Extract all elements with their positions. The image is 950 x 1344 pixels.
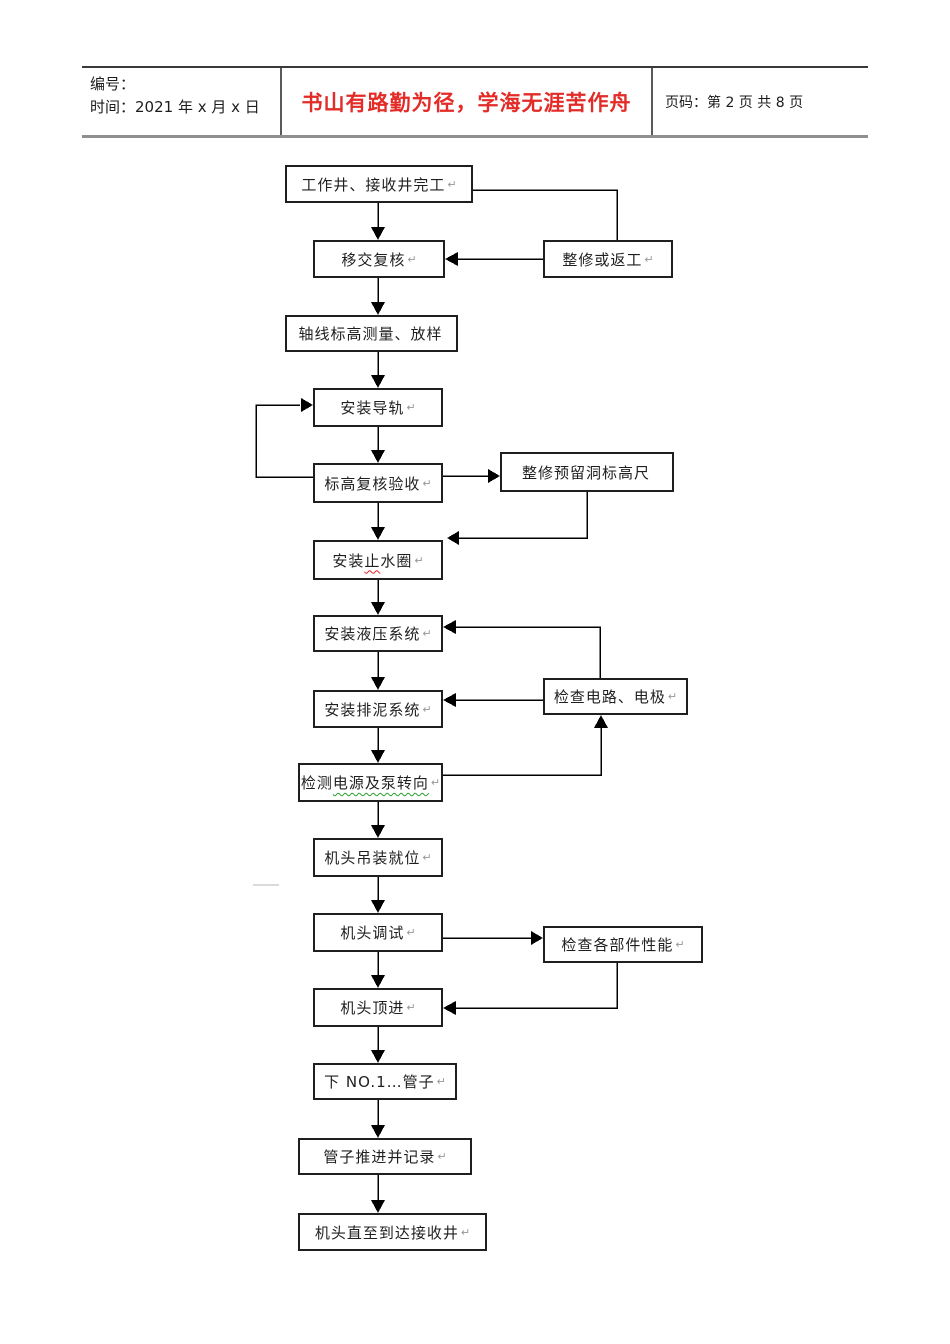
flow-node-install-guide-rail: 安装导轨↵ <box>313 388 443 427</box>
paragraph-mark-icon: ↵ <box>422 702 432 716</box>
paragraph-mark-icon: ↵ <box>430 776 441 789</box>
node-label: 机头吊装就位 <box>324 849 421 867</box>
flow-node-wells-complete: 工作井、接收井完工↵ <box>285 165 473 203</box>
paragraph-mark-icon: ↵ <box>406 401 416 414</box>
paragraph-mark-icon: ↵ <box>422 851 432 864</box>
flow-node-check-power-pump-rotation: 检测电源及泵转向↵ <box>298 763 443 802</box>
header-cell-motto: 书山有路勤为径，学海无涯苦作舟 <box>280 68 653 135</box>
flow-node-check-circuit-electrode: 检查电路、电极↵ <box>543 678 688 715</box>
node-label: 整修预留洞标高尺 <box>521 463 650 482</box>
node-label: 安装导轨 <box>340 399 405 417</box>
node-label: 整修或返工 <box>562 250 643 269</box>
node-label: 标高复核验收 <box>324 474 421 493</box>
node-label: 检查各部件性能 <box>561 936 674 954</box>
arrow-down-group <box>371 203 385 1213</box>
node-label: 轴线标高测量、放样 <box>298 325 443 343</box>
flow-node-install-hydraulic-system: 安装液压系统↵ <box>313 615 443 652</box>
paragraph-mark-icon: ↵ <box>436 1075 446 1088</box>
node-label: 管子推进并记录 <box>323 1148 436 1166</box>
spellcheck-underline-green: 电源及泵转向 <box>332 774 429 792</box>
stray-mark <box>253 884 279 886</box>
flow-node-repair-reserved-hole: 整修预留洞标高尺 <box>500 452 674 492</box>
node-label: 下 NO.1…管子 <box>324 1073 435 1091</box>
flow-node-handover-review: 移交复核↵ <box>313 240 445 278</box>
paragraph-mark-icon: ↵ <box>406 926 416 939</box>
paragraph-mark-icon: ↵ <box>437 1150 447 1163</box>
node-label: 安装液压系统 <box>324 625 421 643</box>
node-label: 移交复核 <box>341 250 406 269</box>
page-indicator: 页码：第 2 页 共 8 页 <box>665 94 804 111</box>
flow-node-install-mud-discharge: 安装排泥系统↵ <box>313 690 443 728</box>
flow-node-machine-head-hoisting: 机头吊装就位↵ <box>313 838 443 877</box>
doc-time-label: 时间：2021 年 x 月 x 日 <box>90 98 260 116</box>
paragraph-mark-icon: ↵ <box>406 1001 416 1014</box>
doc-number-label: 编号： <box>90 75 136 93</box>
node-label: 安装排泥系统 <box>324 700 421 719</box>
paragraph-mark-icon: ↵ <box>422 476 432 490</box>
paragraph-mark-icon: ↵ <box>447 177 457 191</box>
spellcheck-underline-red: 止 <box>364 551 381 570</box>
node-label: 检测电源及泵转向 <box>300 774 429 792</box>
header-motto: 书山有路勤为径，学海无涯苦作舟 <box>301 90 632 115</box>
node-label: 工作井、接收井完工 <box>301 175 446 194</box>
header-cell-page: 页码：第 2 页 共 8 页 <box>653 68 868 135</box>
flow-node-check-component-performance: 检查各部件性能↵ <box>543 926 703 963</box>
flow-node-lower-pipe-no1: 下 NO.1…管子↵ <box>313 1063 457 1100</box>
paragraph-mark-icon: ↵ <box>667 690 678 703</box>
paragraph-mark-icon: ↵ <box>422 627 432 640</box>
paragraph-mark-icon: ↵ <box>644 252 654 266</box>
node-label: 安装止水圈 <box>332 551 413 570</box>
flow-node-machine-head-jacking: 机头顶进↵ <box>313 988 443 1027</box>
node-label: 机头直至到达接收井 <box>314 1223 459 1242</box>
paragraph-mark-icon: ↵ <box>414 553 424 567</box>
header-cell-meta: 编号： 时间：2021 年 x 月 x 日 <box>82 68 280 135</box>
paragraph-mark-icon: ↵ <box>675 938 685 951</box>
node-label: 机头调试 <box>340 924 405 942</box>
flow-node-machine-head-debug: 机头调试↵ <box>313 913 443 952</box>
flow-node-level-recheck: 标高复核验收↵ <box>313 463 443 503</box>
node-label: 机头顶进 <box>340 999 405 1017</box>
flow-node-axis-level-survey: 轴线标高测量、放样 <box>285 315 458 352</box>
flow-node-repair-rework: 整修或返工↵ <box>543 240 673 278</box>
node-label: 检查电路、电极 <box>553 688 666 706</box>
flow-node-pipe-advance-record: 管子推进并记录↵ <box>298 1138 472 1175</box>
paragraph-mark-icon: ↵ <box>407 252 417 266</box>
flow-node-head-reach-receiving-well: 机头直至到达接收井↵ <box>298 1213 487 1251</box>
paragraph-mark-icon: ↵ <box>460 1225 471 1239</box>
flow-node-install-water-stop-ring: 安装止水圈↵ <box>313 540 443 580</box>
elbow-connector-group <box>255 189 618 1015</box>
header-table: 编号： 时间：2021 年 x 月 x 日 书山有路勤为径，学海无涯苦作舟 页码… <box>82 66 868 138</box>
